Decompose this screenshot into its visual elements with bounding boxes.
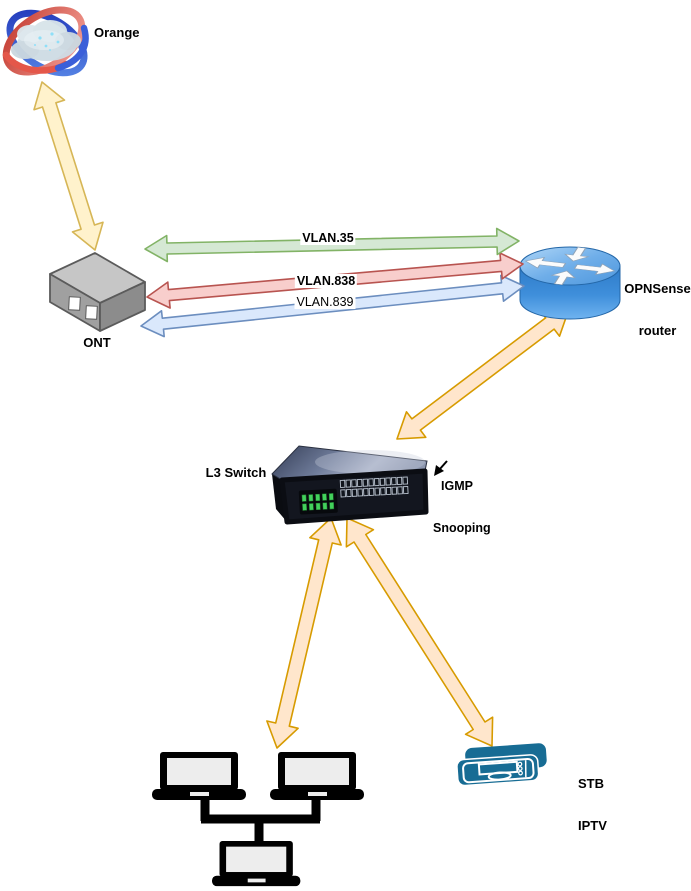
stb-label: STB IPTV — [578, 749, 607, 847]
laptop-icon — [270, 752, 364, 800]
router-label-line1: OPNSense — [624, 281, 691, 296]
internet-globe-icon — [2, 6, 89, 77]
router-icon — [519, 246, 621, 320]
link-internet-ont — [33, 81, 104, 251]
igmp-annotation-line2: Snooping — [433, 521, 491, 535]
igmp-annotation: IGMP Snooping — [433, 451, 491, 549]
link-vlan35 — [144, 227, 520, 263]
laptop-icon — [212, 841, 301, 887]
link-router-switch — [396, 308, 570, 440]
vlan839-label: VLAN.839 — [294, 295, 356, 309]
laptop-icon — [152, 752, 246, 800]
router-label: OPNSense router — [624, 254, 691, 352]
vlan838-label: VLAN.838 — [294, 274, 358, 288]
igmp-annotation-arrow-icon — [434, 460, 448, 476]
ont-icon — [49, 252, 146, 332]
switch-led-grid — [301, 493, 335, 511]
switch-label: L3 Switch — [205, 465, 267, 480]
link-switch-lan — [266, 517, 342, 749]
internet-label: Orange — [94, 25, 140, 40]
ont-label: ONT — [83, 335, 111, 350]
igmp-annotation-line1: IGMP — [441, 479, 473, 493]
vlan35-label: VLAN.35 — [300, 231, 356, 245]
switch-port-grid — [339, 476, 409, 498]
link-switch-stb — [345, 517, 494, 747]
router-label-line2: router — [638, 323, 677, 338]
switch-icon — [271, 445, 429, 525]
stb-icon — [456, 743, 547, 787]
stb-label-line1: STB — [578, 776, 604, 791]
laptop-group-icon — [152, 752, 364, 887]
stb-label-line2: IPTV — [578, 818, 607, 833]
